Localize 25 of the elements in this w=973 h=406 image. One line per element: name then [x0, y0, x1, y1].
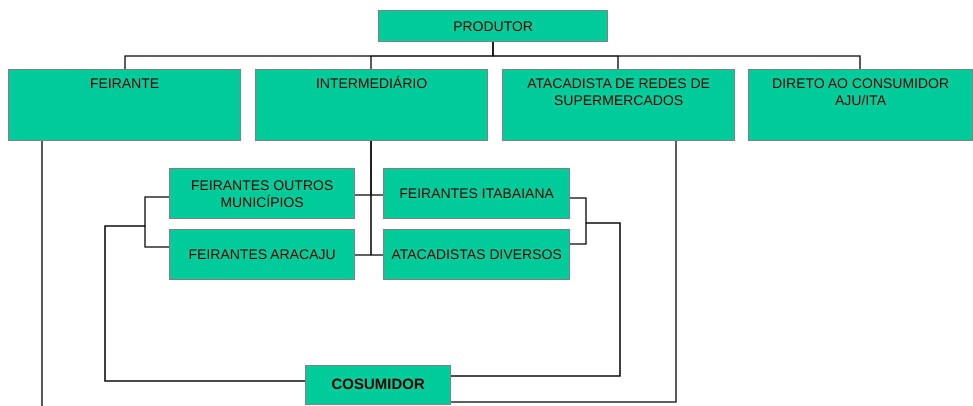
box-label: FEIRANTES ITABAIANA: [399, 185, 554, 202]
process-box: [748, 69, 973, 141]
box-label: FEIRANTE: [90, 75, 160, 92]
process-box: [8, 69, 241, 141]
connector-line: [104, 225, 305, 382]
process-box: [378, 10, 608, 42]
process-box: [169, 229, 355, 280]
box-label: INTERMEDIÁRIO: [316, 75, 428, 92]
box-label: COSUMIDOR: [331, 376, 425, 394]
process-box: [383, 229, 570, 280]
box-label: ATACADISTAS DIVERSOS: [391, 246, 562, 263]
box-label: FEIRANTES ARACAJU: [188, 246, 336, 263]
connector-line: [370, 141, 383, 256]
process-box: [383, 168, 570, 219]
connector-line: [451, 141, 677, 403]
box-label: ATACADISTA DE REDES DE SUPERMERCADOS: [526, 75, 711, 109]
box-label: FEIRANTES OUTROS MUNICÍPIOS: [190, 176, 334, 210]
connector-line: [492, 42, 861, 69]
box-label: DIRETO AO CONSUMIDOR AJU/ITA: [770, 75, 950, 109]
process-box: [255, 69, 488, 141]
connector-line: [41, 141, 43, 406]
box-label: PRODUTOR: [453, 18, 533, 34]
process-box: [169, 168, 355, 219]
process-box: [502, 69, 735, 141]
process-box: [305, 365, 451, 405]
